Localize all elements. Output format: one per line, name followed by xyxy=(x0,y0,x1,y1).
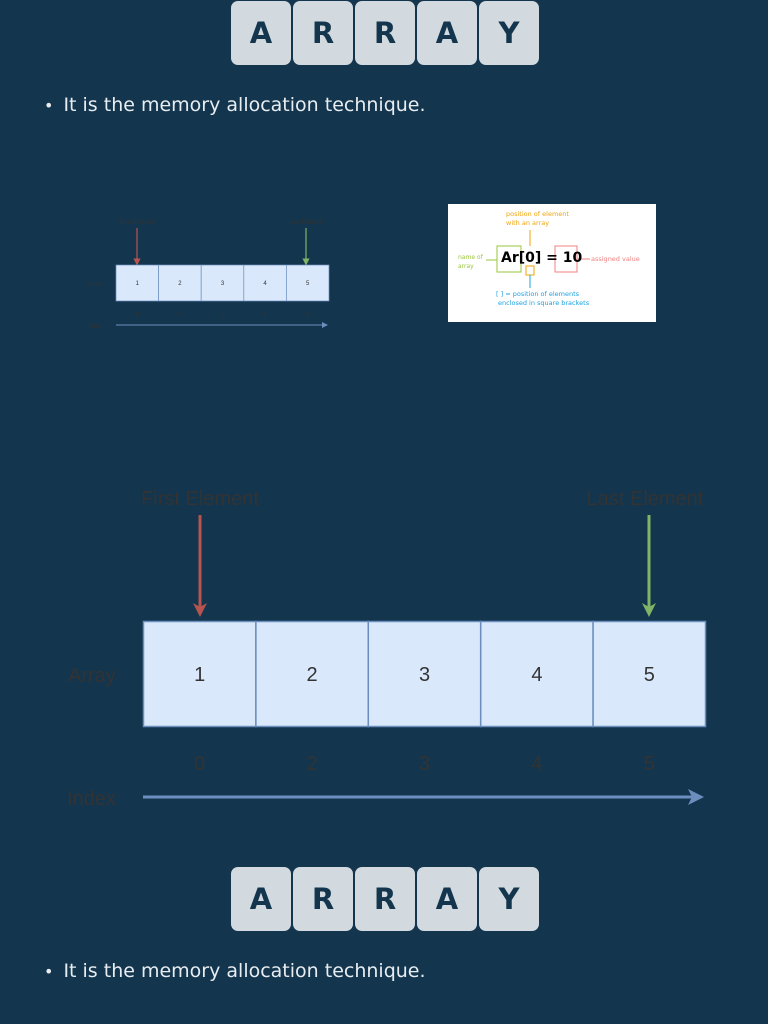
index-value: 4 xyxy=(531,753,542,775)
array-syntax-card: position of element with an array name o… xyxy=(448,204,656,322)
title-tile: A xyxy=(231,867,291,931)
title-tile: R xyxy=(355,867,415,931)
index-value: 5 xyxy=(306,312,310,318)
bracket-note: [ ] = position of elements xyxy=(496,290,580,298)
title-tile: A xyxy=(417,867,477,931)
array-expression: Ar[0] = 10 xyxy=(501,250,583,266)
array-cell-value: 1 xyxy=(194,664,205,686)
index-value: 2 xyxy=(178,312,182,318)
index-value: 5 xyxy=(644,753,655,775)
array-cell-value: 5 xyxy=(644,664,655,686)
title-tile: R xyxy=(293,1,353,65)
array-cell xyxy=(243,264,287,302)
name-note: name of xyxy=(458,254,483,261)
index-row-label: Index xyxy=(67,788,116,810)
bullet-point-top: • It is the memory allocation technique. xyxy=(44,94,426,116)
value-note: assigned value xyxy=(591,255,640,263)
name-note-line2: array xyxy=(458,263,474,270)
array-cell-value: 3 xyxy=(419,664,430,686)
index-value: 3 xyxy=(221,312,225,318)
array-cell xyxy=(158,264,202,302)
position-note-line2: with an array xyxy=(506,219,550,227)
array-cell-value: 5 xyxy=(306,281,310,287)
array-cell xyxy=(367,620,482,728)
bracket-note-line2: enclosed in square brackets xyxy=(498,299,590,307)
array-row-label: Array xyxy=(68,665,116,687)
array-cell xyxy=(115,264,159,302)
index-value: 3 xyxy=(419,753,430,775)
array-diagram-small: First Element Last Element Array 1 2 3 4… xyxy=(87,220,330,330)
bracket-highlight-box xyxy=(525,265,535,276)
title-tiles-top: A R R A Y xyxy=(231,1,539,65)
index-value: 2 xyxy=(307,753,318,775)
array-syntax-connectors xyxy=(486,230,590,288)
array-cell xyxy=(255,620,370,728)
array-diagram-large: First Element Last Element Array 1 2 3 4… xyxy=(67,488,707,810)
title-tile: Y xyxy=(479,867,539,931)
array-cell xyxy=(592,620,707,728)
array-cell xyxy=(200,264,245,302)
last-element-label: Last Element xyxy=(288,220,323,226)
array-cell-value: 2 xyxy=(307,664,318,686)
title-tile: Y xyxy=(479,1,539,65)
first-element-label: First Element xyxy=(141,488,259,510)
array-cell xyxy=(286,264,330,302)
array-row-label: Array xyxy=(87,282,101,288)
index-value: 0 xyxy=(136,312,140,318)
array-cell xyxy=(479,620,594,728)
title-tiles-bottom: A R R A Y xyxy=(231,867,539,931)
last-element-label: Last Element xyxy=(587,488,704,510)
array-cell xyxy=(142,620,257,728)
array-cell-value: 3 xyxy=(221,281,225,287)
bullet-dot-icon: • xyxy=(44,95,54,115)
bullet-text: It is the memory allocation technique. xyxy=(63,94,426,116)
index-row-label: Index xyxy=(87,324,102,330)
index-value: 4 xyxy=(263,312,267,318)
position-note: position of element xyxy=(506,210,569,218)
title-tile: R xyxy=(355,1,415,65)
first-element-label: First Element xyxy=(119,220,155,226)
bullet-text: It is the memory allocation technique. xyxy=(63,960,426,982)
title-tile: A xyxy=(231,1,291,65)
name-highlight-box xyxy=(496,245,522,273)
index-value: 0 xyxy=(194,753,205,775)
bullet-point-bottom: • It is the memory allocation technique. xyxy=(44,960,426,982)
array-cell-value: 2 xyxy=(178,281,182,287)
array-cell-value: 1 xyxy=(136,281,140,287)
bullet-dot-icon: • xyxy=(44,961,54,981)
title-tile: A xyxy=(417,1,477,65)
array-cell-value: 4 xyxy=(531,664,542,686)
title-tile: R xyxy=(293,867,353,931)
array-cell-value: 4 xyxy=(263,281,267,287)
